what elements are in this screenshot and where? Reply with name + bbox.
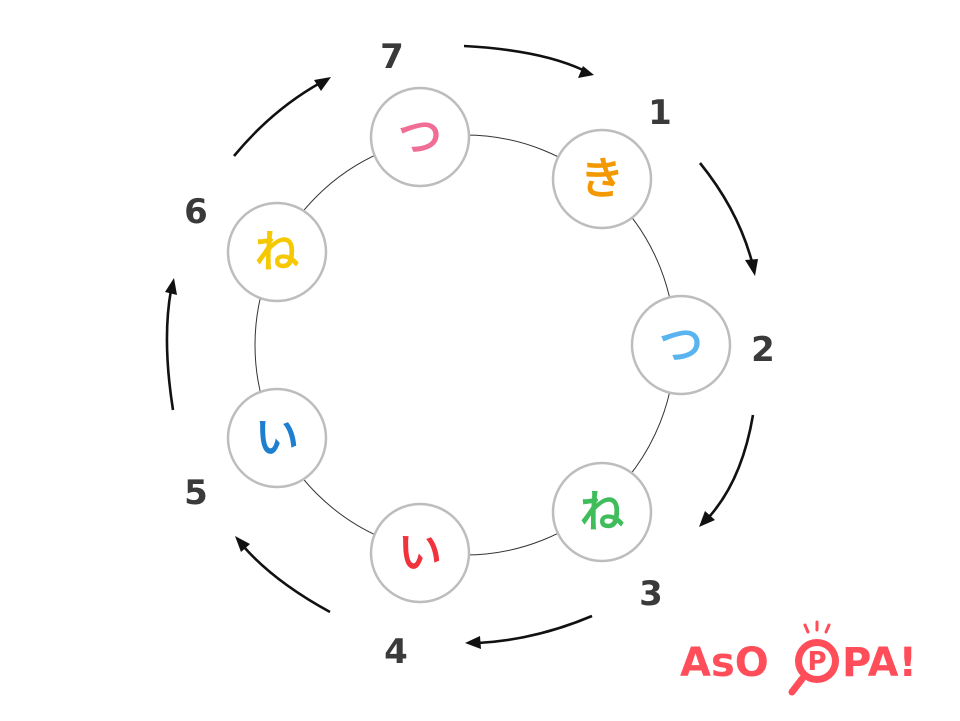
step-number-4: 4 [384,632,408,672]
node-circle [551,461,653,563]
arrow-5-to-6 [165,278,177,411]
arrow-6-to-7 [232,77,331,157]
node-6: ね [226,201,328,303]
logo-text-p: P [807,647,826,677]
step-number-1: 1 [648,93,672,133]
node-character: つ [398,112,442,163]
node-circle [369,502,471,604]
node-character: つ [659,320,703,371]
node-character: ね [255,227,299,278]
node-3: ね [551,461,653,563]
node-circle [226,387,328,489]
magnifier-icon: P [788,620,839,696]
arrow-7-to-1 [463,44,594,78]
node-2: つ [630,294,732,396]
node-1: き [551,128,653,230]
node-character: い [398,528,442,579]
arrow-4-to-5 [235,536,331,614]
arrow-3-to-4 [465,614,593,649]
flow-arrows [165,44,758,649]
logo-text-right: PA! [842,640,917,686]
asoppa-logo: AsO P PA! [680,620,917,696]
node-circle [369,86,471,188]
node-7: つ [369,86,471,188]
step-number-6: 6 [184,192,208,232]
node-character: い [255,413,299,464]
node-4: い [369,502,471,604]
node-circle [226,201,328,303]
step-number-7: 7 [380,37,404,77]
arrow-2-to-3 [699,414,755,527]
step-number-3: 3 [639,574,663,614]
node-5: い [226,387,328,489]
node-character: き [580,154,624,205]
node-circle [630,294,732,396]
step-number-5: 5 [184,473,208,513]
step-number-2: 2 [751,330,775,370]
logo-text-left: AsO [680,640,769,686]
arrow-1-to-2 [698,162,758,276]
node-circle [551,128,653,230]
node-character: ね [580,487,624,538]
